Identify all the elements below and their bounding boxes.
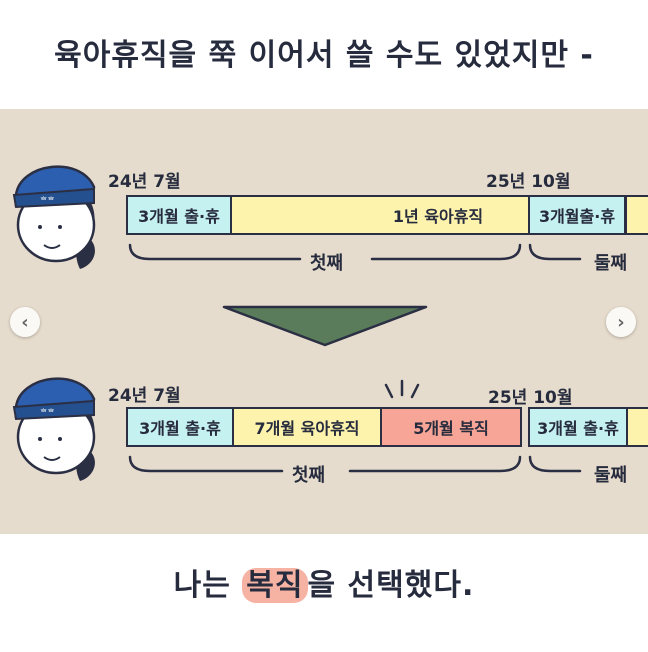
arrow-down-icon	[222, 305, 428, 347]
start-date-label: 24년 7월	[108, 172, 181, 192]
brace-label-first: 첫째	[304, 249, 350, 275]
timeline-bar: 3개월 출·휴 1년 육아휴직 3개월출·휴	[126, 195, 648, 239]
timeline-segment: 3개월 출·휴	[126, 195, 232, 235]
svg-text:ᄒᄒ: ᄒᄒ	[40, 408, 55, 417]
caption-highlight: 복직	[242, 568, 308, 603]
timeline-row-bottom: ᄒᄒ 24년 7월 25년 10월 3개월 출·휴 7개월 육아휴직 5개월 복…	[0, 373, 648, 513]
end-date-label: 25년 10월	[486, 172, 571, 192]
next-timeline-segment: 3개월 출·휴	[528, 407, 628, 447]
chevron-right-icon: ›	[617, 311, 625, 333]
start-date-label: 24년 7월	[108, 386, 181, 406]
brace-label-second: 둘째	[588, 249, 634, 275]
brace-first	[128, 455, 582, 473]
avatar-icon: ᄒᄒ	[12, 377, 96, 481]
sparkle-icon	[384, 379, 420, 399]
timeline-segment-partial	[625, 195, 648, 235]
timeline-segment: 3개월 출·휴	[126, 407, 234, 447]
caption-suffix: 을 선택했다.	[307, 568, 475, 603]
brace-label-second: 둘째	[588, 461, 634, 487]
timeline-segment: 5개월 복직	[380, 407, 522, 447]
timeline-row-top: ᄒᄒ 24년 7월 25년 10월 3개월 출·휴 1년 육아휴직 3개월출·휴…	[0, 161, 648, 301]
comic-panel: ᄒᄒ 24년 7월 25년 10월 3개월 출·휴 1년 육아휴직 3개월출·휴…	[0, 109, 648, 534]
chevron-left-icon: ‹	[21, 311, 29, 333]
brace-label-first: 첫째	[286, 461, 332, 487]
avatar-icon: ᄒᄒ	[12, 165, 96, 269]
end-date-label: 25년 10월	[488, 388, 573, 408]
timeline-bar: 3개월 출·휴 7개월 육아휴직 5개월 복직 3개월 출·휴	[126, 407, 648, 451]
caption-prefix: 나는	[173, 568, 243, 603]
brace-first	[128, 243, 582, 261]
timeline-segment-partial	[626, 407, 648, 447]
timeline-segment: 7개월 육아휴직	[232, 407, 382, 447]
svg-text:ᄒᄒ: ᄒᄒ	[40, 196, 55, 205]
carousel-next-button[interactable]: ›	[606, 307, 636, 337]
carousel-prev-button[interactable]: ‹	[10, 307, 40, 337]
page-title: 육아휴직을 쭉 이어서 쓸 수도 있었지만 -	[54, 38, 594, 73]
